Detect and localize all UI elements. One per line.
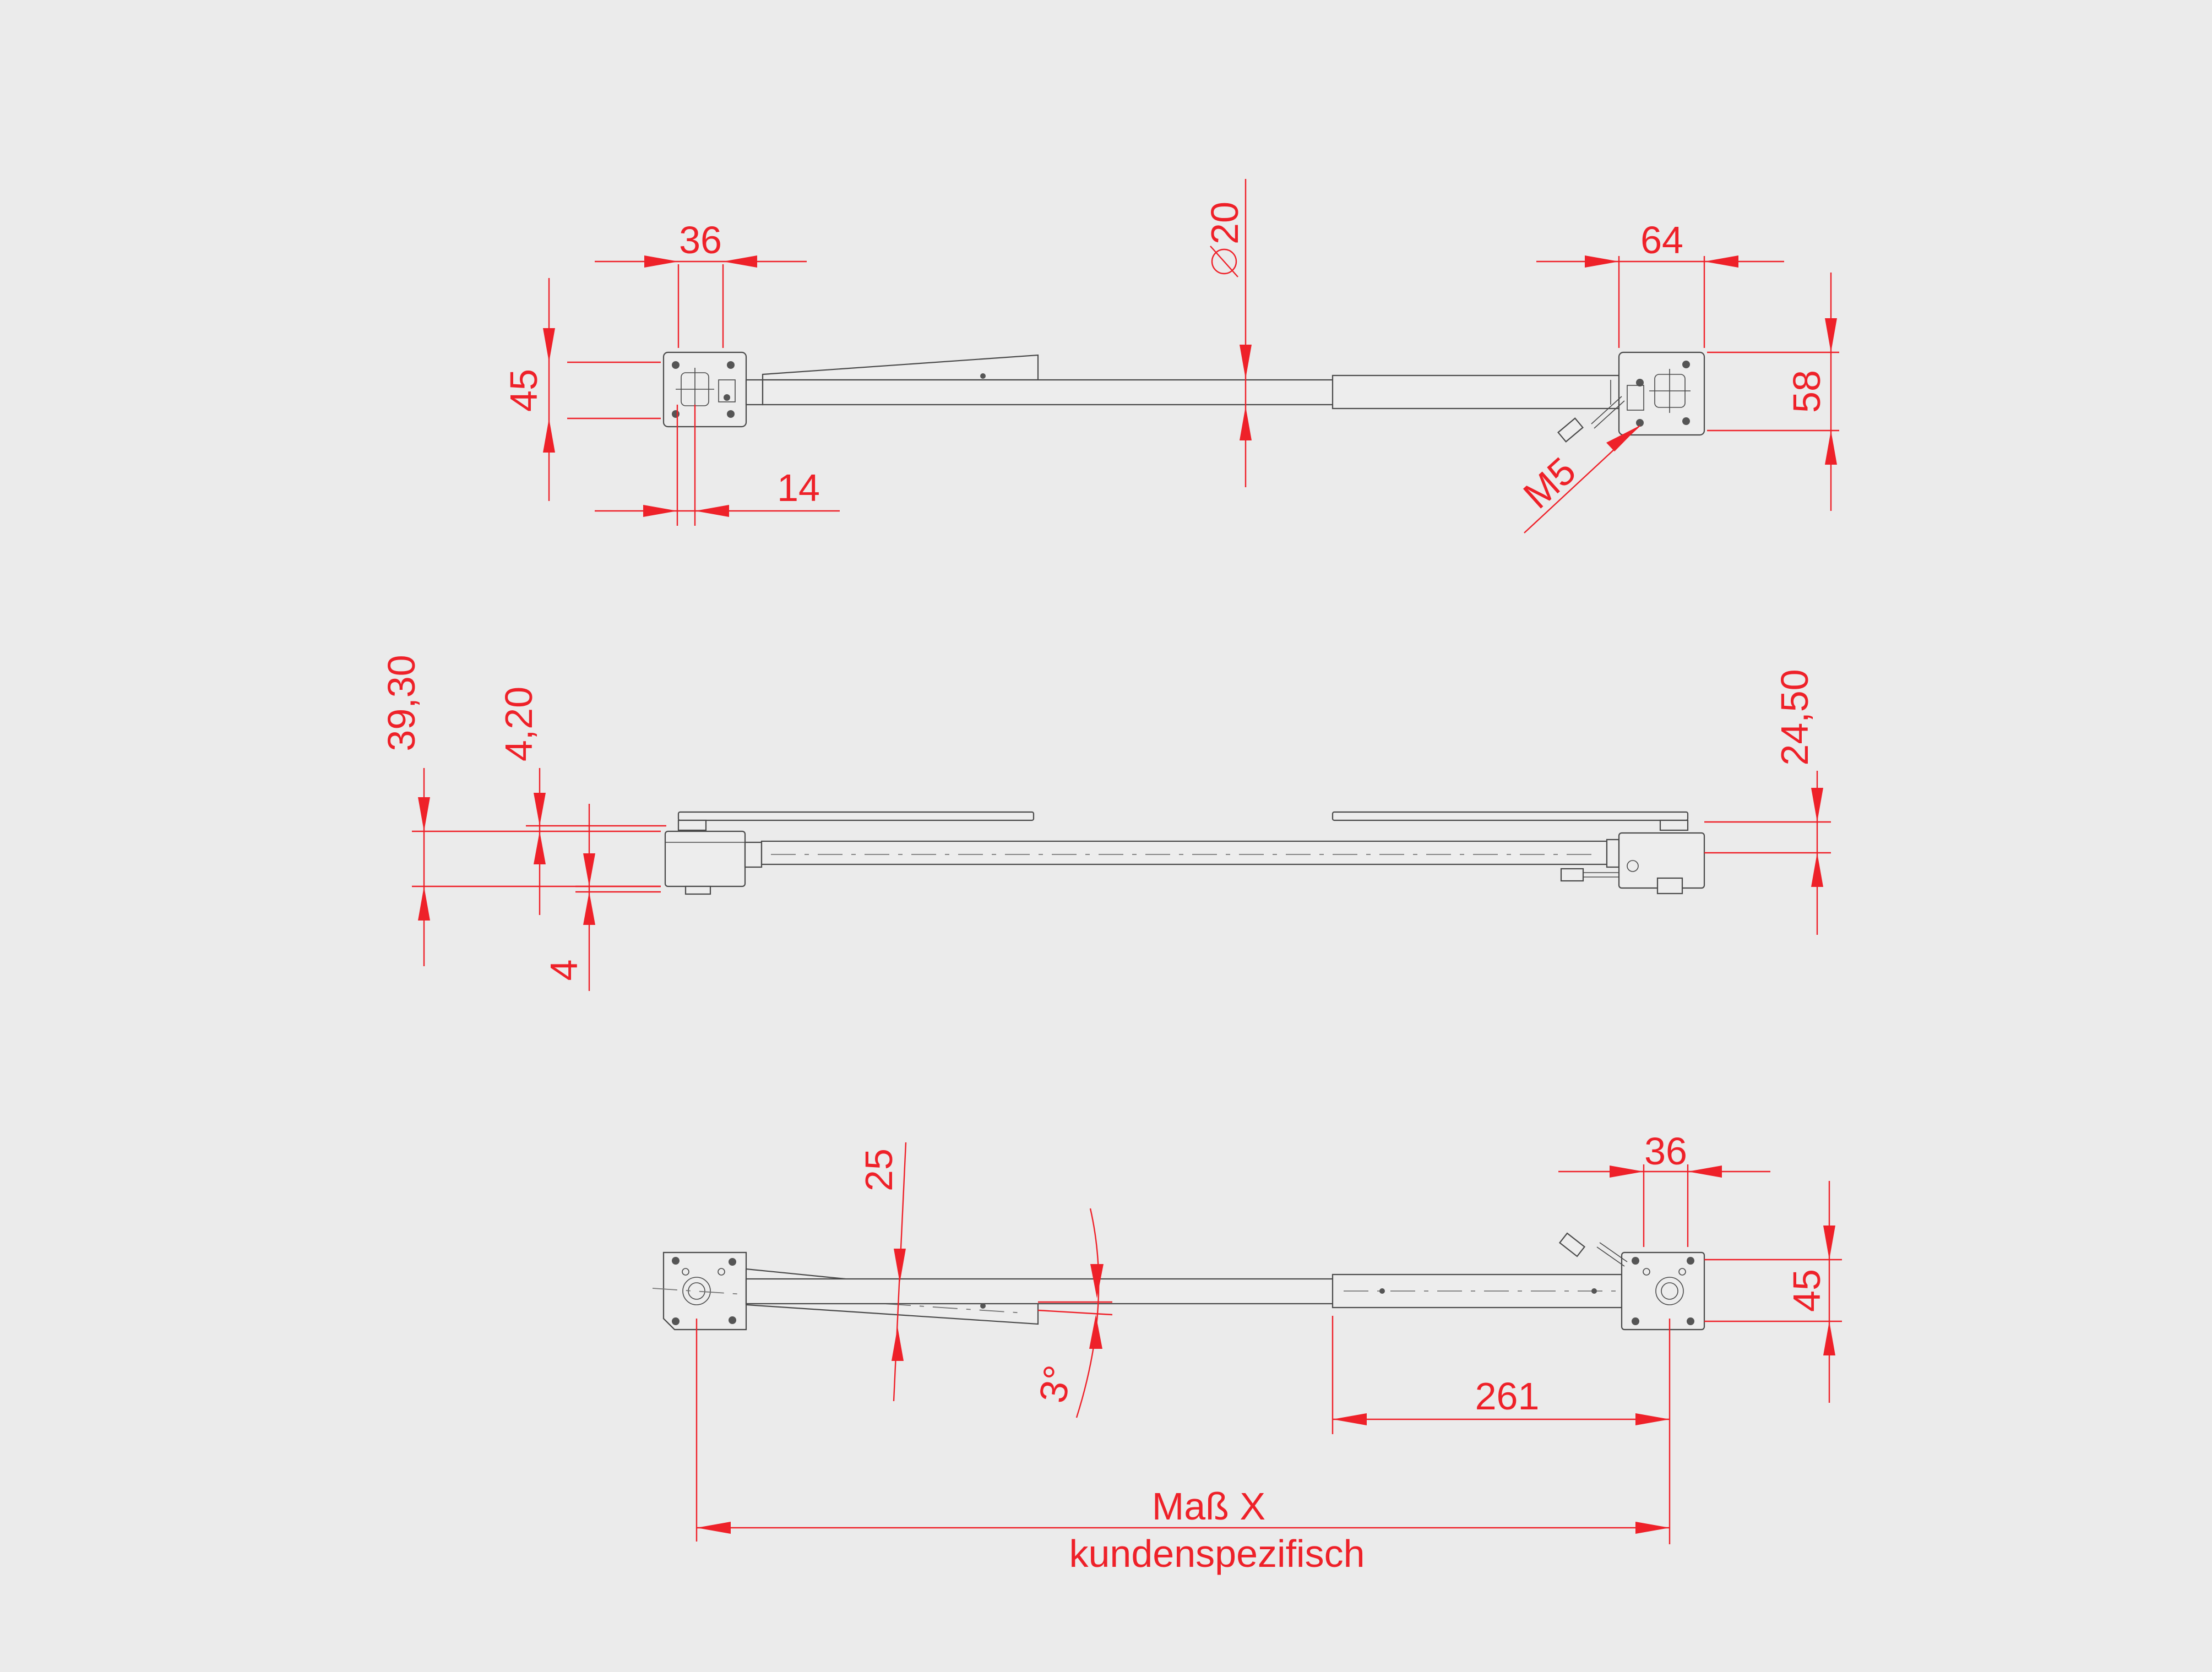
dim-bottom-45: 45 bbox=[1785, 1269, 1828, 1312]
dim-side-4-20: 4,20 bbox=[497, 687, 540, 761]
side-plate-left bbox=[677, 811, 1035, 821]
dim-side-39-30: 39,30 bbox=[380, 655, 423, 751]
side-tube bbox=[760, 840, 1608, 865]
bottom-view: 25 3° 36 45 261 Maß X kundenspe bbox=[652, 1130, 1842, 1575]
side-block-left bbox=[664, 830, 746, 887]
dim-top-14: 14 bbox=[777, 466, 820, 509]
dim-top-45: 45 bbox=[502, 369, 545, 412]
dim-top-thread-m5: M5 bbox=[1515, 449, 1584, 517]
dim-bottom-261: 261 bbox=[1475, 1375, 1540, 1418]
dim-bottom-angle-3: 3° bbox=[1031, 1362, 1079, 1406]
dim-side-24-50: 24,50 bbox=[1773, 669, 1816, 765]
side-view: 39,30 4,20 4 24,50 bbox=[380, 655, 1831, 991]
top-view: 36 45 14 20 64 bbox=[502, 179, 1839, 533]
dim-top-58: 58 bbox=[1785, 370, 1828, 413]
dim-top-36: 36 bbox=[679, 219, 722, 262]
dim-bottom-customer-specific: kundenspezifisch bbox=[1069, 1532, 1365, 1575]
dim-bottom-36: 36 bbox=[1644, 1130, 1687, 1173]
dim-side-4: 4 bbox=[542, 960, 585, 981]
side-plate-right bbox=[1331, 811, 1689, 821]
top-right-bracket bbox=[1618, 351, 1705, 436]
dim-bottom-mass-x: Maß X bbox=[1152, 1485, 1265, 1528]
dim-top-64: 64 bbox=[1640, 219, 1683, 262]
bottom-right-bracket bbox=[1621, 1251, 1705, 1331]
dim-bottom-25: 25 bbox=[857, 1148, 900, 1191]
dim-top-diameter-20: 20 bbox=[1203, 201, 1246, 244]
